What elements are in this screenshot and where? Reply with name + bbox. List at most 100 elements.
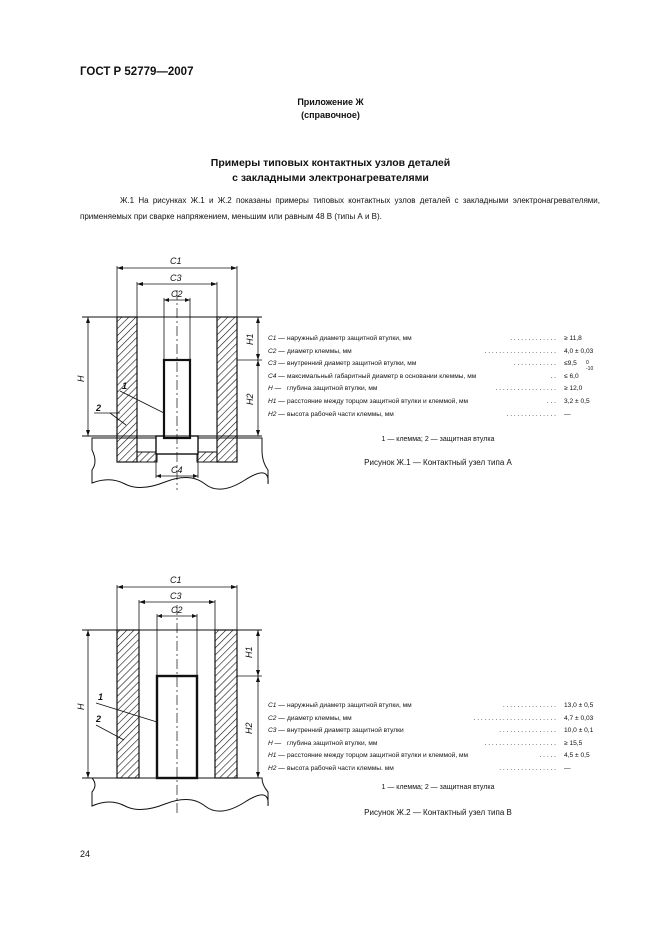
fig2-label-h2: H2 bbox=[244, 722, 254, 734]
legend-row: C3 —внутренний диаметр защитной втулки, … bbox=[268, 358, 608, 371]
legend-dots: . . . . . . . . . . . . . . . . . . . . bbox=[484, 347, 556, 355]
legend-description: высота рабочей части клеммы, мм bbox=[287, 410, 394, 418]
legend-value: — bbox=[564, 410, 571, 418]
fig1-label-c3: C3 bbox=[170, 273, 182, 283]
legend-description: глубина защитной втулки, мм bbox=[287, 385, 378, 393]
fig2-label-c2: C2 bbox=[171, 605, 183, 615]
fig2-label-c3: C3 bbox=[170, 591, 182, 601]
legend-value: 3,2 ± 0,5 bbox=[564, 397, 590, 405]
fig2-label-2: 2 bbox=[95, 714, 101, 724]
sleeve-right-wall bbox=[214, 629, 238, 779]
legend-row: H1 —расстояние между торцом защитной вту… bbox=[268, 396, 608, 409]
fig1-label-c1: C1 bbox=[170, 256, 182, 266]
sleeve-right-wall bbox=[216, 316, 238, 463]
figure-2-legend: C1 —наружный диаметр защитной втулки, мм… bbox=[268, 700, 608, 776]
legend-symbol: H2 — bbox=[268, 410, 285, 418]
legend-symbol: H1 — bbox=[268, 397, 285, 405]
legend-value: ≥ 12,0 bbox=[564, 385, 583, 393]
figure-2-caption: Рисунок Ж.2 — Контактный узел типа В bbox=[364, 808, 512, 817]
legend-row: H1 —расстояние между торцом защитной вту… bbox=[268, 750, 608, 763]
legend-symbol: H1 — bbox=[268, 752, 285, 760]
legend-description: максимальный габаритный диаметр в основа… bbox=[287, 372, 477, 380]
legend-symbol: H2 — bbox=[268, 764, 285, 772]
fig1-label-1: 1 bbox=[122, 381, 127, 391]
legend-description: наружный диаметр защитной втулки, мм bbox=[287, 335, 412, 342]
legend-symbol: C3 — bbox=[268, 727, 285, 735]
legend-row: H — глубина защитной втулки, мм . . . . . … bbox=[268, 738, 608, 751]
legend-description: диаметр клеммы, мм bbox=[287, 347, 352, 355]
legend-symbol: C2 — bbox=[268, 347, 285, 355]
legend-description: внутренний диаметр защитной втулки, мм bbox=[287, 360, 417, 368]
legend-row: H2 —высота рабочей части клеммы, мм . . .… bbox=[268, 409, 608, 422]
legend-value: 13,0 ± 0,5 bbox=[564, 702, 594, 709]
legend-value: 4,7 ± 0,03 bbox=[564, 714, 594, 722]
fig1-label-h1: H1 bbox=[245, 333, 255, 345]
legend-value: — bbox=[564, 764, 571, 772]
legend-row: C4 —максимальный габаритный диаметр в ос… bbox=[268, 371, 608, 384]
legend-value: 4,0 ± 0,03 bbox=[564, 347, 594, 355]
legend-row: H2 —высота рабочей части клеммы. мм . . .… bbox=[268, 763, 608, 776]
legend-dots: . . . . . . . . . . . . . . bbox=[506, 410, 556, 418]
legend-value: 10,0 ± 0,1 bbox=[564, 727, 594, 735]
fig1-label-2: 2 bbox=[95, 403, 101, 413]
figure-2-drawing: C1 C3 C2 H H1 H2 1 2 bbox=[76, 575, 269, 815]
fig2-label-c1: C1 bbox=[170, 575, 182, 585]
tolerance: 0 -10 bbox=[586, 360, 593, 372]
legend-description: глубина защитной втулки, мм bbox=[287, 739, 378, 747]
fig1-label-h: H bbox=[76, 375, 86, 382]
legend-row: C1 —наружный диаметр защитной втулки, мм… bbox=[268, 333, 608, 346]
legend-dots: . . . . . . . . . . . . . . . bbox=[502, 702, 556, 709]
legend-dots: . . bbox=[550, 372, 557, 380]
annex-type: (справочное) bbox=[301, 110, 360, 120]
legend-value: ≤ 6,0 bbox=[564, 372, 579, 380]
legend-symbol: H — bbox=[268, 385, 282, 393]
legend-symbol: C2 — bbox=[268, 714, 285, 722]
legend-dots: . . . bbox=[546, 397, 556, 405]
legend-description: расстояние между торцом защитной втулки … bbox=[287, 397, 469, 405]
fig1-label-h2: H2 bbox=[245, 393, 255, 405]
legend-symbol: C1 — bbox=[268, 335, 285, 342]
legend-symbol: C3 — bbox=[268, 360, 285, 368]
legend-row: H — глубина защитной втулки, мм . . . . . … bbox=[268, 383, 608, 396]
section-title-line-1: Примеры типовых контактных узлов деталей bbox=[210, 157, 451, 169]
legend-description: диаметр клеммы, мм bbox=[287, 714, 352, 722]
legend-row: C3 —внутренний диаметр защитной втулки. … bbox=[268, 725, 608, 738]
legend-value: ≤9,5 bbox=[564, 360, 577, 368]
legend-symbol: C4 — bbox=[268, 372, 285, 380]
figure-1-caption: Рисунок Ж.1 — Контактный узел типа А bbox=[364, 458, 512, 467]
fig2-label-h: H bbox=[76, 703, 86, 710]
legend-dots: . . . . . . . . . . . . . bbox=[510, 335, 556, 342]
fig1-label-c4: C4 bbox=[171, 465, 183, 475]
legend-dots: . . . . . . . . . . . . . . . . . bbox=[495, 385, 556, 393]
legend-dots: . . . . . bbox=[539, 752, 557, 760]
legend-description: высота рабочей части клеммы. мм bbox=[287, 764, 394, 772]
tolerance-lower: -10 bbox=[586, 366, 594, 372]
legend-row: C2 —диаметр клеммы, мм . . . . . . . . . … bbox=[268, 713, 608, 726]
legend-dots: . . . . . . . . . . . . . . . . . . . . bbox=[484, 739, 556, 747]
document-header: ГОСТ Р 52779—2007 bbox=[80, 66, 194, 78]
legend-description: наружный диаметр защитной втулки, мм bbox=[287, 702, 412, 709]
page-number: 24 bbox=[80, 849, 91, 859]
legend-dots: . . . . . . . . . . . . . . . . . . . . … bbox=[473, 714, 556, 722]
section-title-line-2: с закладными электронагревателями bbox=[232, 172, 429, 184]
legend-dots: . . . . . . . . . . . . . . . . bbox=[499, 727, 556, 735]
legend-description: расстояние между торцом защитной втулки … bbox=[287, 752, 469, 760]
tolerance-upper: 0 bbox=[586, 360, 589, 366]
legend-dots: . . . . . . . . . . . . . . . . bbox=[499, 764, 556, 772]
figure-1-legend: C1 —наружный диаметр защитной втулки, мм… bbox=[268, 333, 608, 421]
legend-row: C2 —диаметр клеммы, мм . . . . . . . . . … bbox=[268, 346, 608, 359]
fig2-label-1: 1 bbox=[98, 692, 103, 702]
sleeve-left-wall bbox=[116, 629, 140, 779]
fig1-label-c2: C2 bbox=[171, 289, 183, 299]
annex-title: Приложение Ж bbox=[297, 97, 364, 107]
legend-value: ≥ 15,5 bbox=[564, 739, 583, 747]
legend-row: C1 —наружный диаметр защитной втулки, мм… bbox=[268, 700, 608, 713]
figure-1-note: 1 — клемма; 2 — защитная втулка bbox=[381, 436, 495, 443]
intro-paragraph: Ж.1 На рисунках Ж.1 и Ж.2 показаны приме… bbox=[80, 196, 600, 221]
legend-value: 4,5 ± 0,5 bbox=[564, 752, 590, 760]
figure-1-drawing: C1 C3 C2 C4 H H1 H2 1 2 bbox=[76, 256, 269, 490]
figure-2-note: 1 — клемма; 2 — защитная втулка bbox=[381, 784, 495, 791]
legend-symbol: H — bbox=[268, 739, 282, 747]
legend-symbol: C1 — bbox=[268, 702, 285, 709]
